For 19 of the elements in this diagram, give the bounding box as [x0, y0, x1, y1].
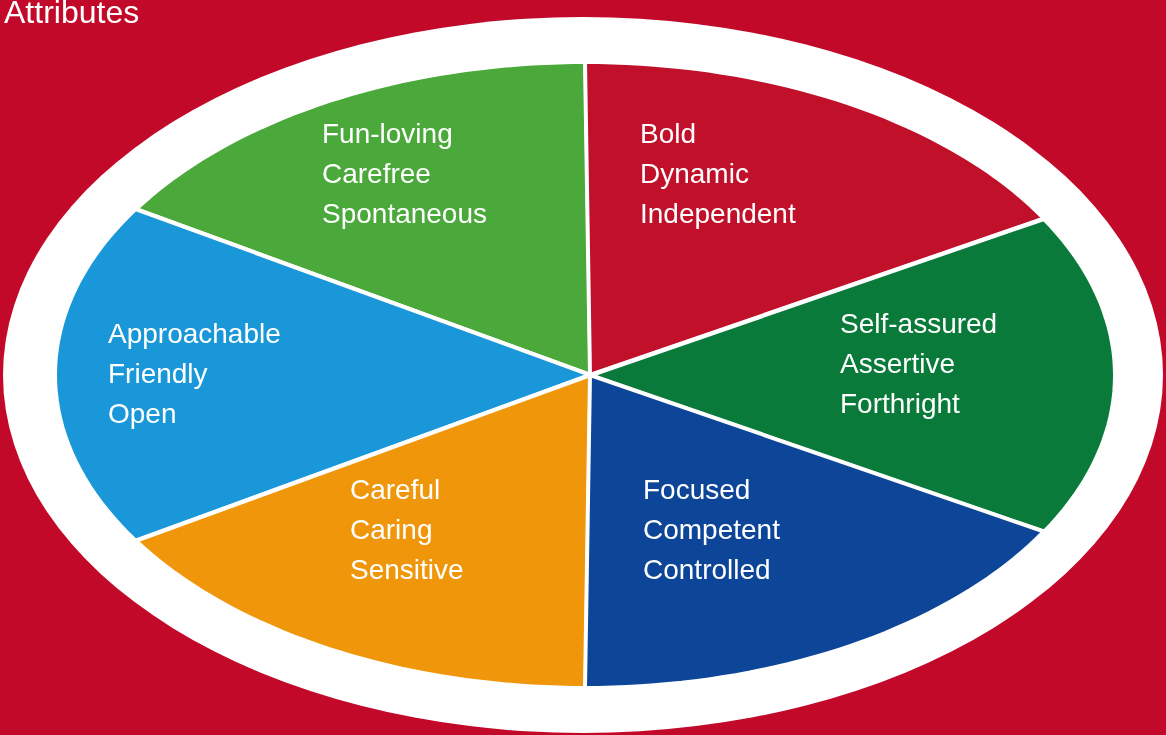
diagram-title: Attributes [4, 0, 140, 31]
attribute-label: Approachable [108, 317, 281, 351]
attribute-label: Open [108, 397, 177, 431]
attribute-label: Friendly [108, 357, 208, 391]
attribute-label: Self-assured [840, 307, 998, 341]
attribute-label: Spontaneous [322, 197, 488, 231]
attribute-label: Bold [640, 117, 697, 151]
attribute-label: Sensitive [350, 553, 464, 587]
attribute-label: Fun-loving [322, 117, 453, 151]
attribute-label: Assertive [840, 347, 956, 381]
attribute-label: Focused [643, 473, 751, 507]
attribute-label: Dynamic [640, 157, 749, 191]
attribute-label: Independent [640, 197, 796, 231]
attribute-label: Controlled [643, 553, 771, 587]
attribute-label: Carefree [322, 157, 431, 191]
attribute-label: Caring [350, 513, 433, 547]
attribute-label: Careful [350, 473, 441, 507]
attribute-label: Forthright [840, 387, 960, 421]
attribute-label: Competent [643, 513, 780, 547]
